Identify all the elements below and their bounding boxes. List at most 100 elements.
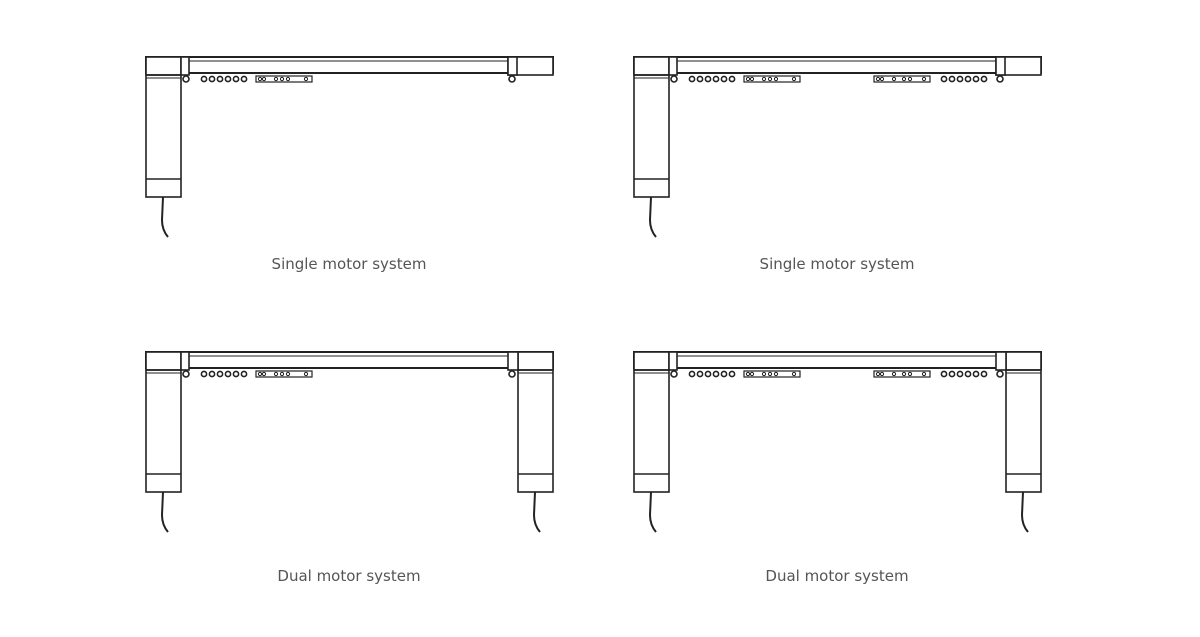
dual-motor-center-split-diagram: Dual motor system — [632, 350, 1052, 590]
curtain-track-drawing — [145, 351, 554, 533]
carrier-screw — [891, 371, 897, 377]
carrier-screw — [921, 76, 927, 82]
carrier-screw — [261, 371, 267, 377]
curtain-runner — [956, 370, 964, 378]
curtain-track-drawing — [145, 56, 554, 238]
carrier-screw — [285, 76, 291, 82]
carrier-screw — [767, 76, 773, 82]
curtain-runner — [240, 370, 248, 378]
curtain-runner — [712, 75, 720, 83]
carrier-screw — [879, 76, 885, 82]
curtain-runner — [940, 370, 948, 378]
diagram-caption: Single motor system — [759, 255, 915, 273]
carrier-screw — [875, 371, 881, 377]
right-end-cap — [1005, 351, 1042, 371]
carrier-screw — [257, 371, 263, 377]
master-carrier — [873, 370, 931, 378]
carrier-screw — [745, 76, 751, 82]
curtain-runner — [728, 75, 736, 83]
curtain-runner — [720, 75, 728, 83]
carrier-screw — [273, 371, 279, 377]
right-end-block — [995, 56, 1006, 76]
curtain-track-drawing — [633, 56, 1042, 238]
left-hook — [670, 370, 678, 378]
curtain-runner — [980, 370, 988, 378]
curtain-runner — [940, 75, 948, 83]
curtain-runner — [964, 370, 972, 378]
motor-body — [633, 369, 670, 493]
left-end-cap — [633, 351, 670, 371]
master-carrier — [255, 75, 313, 83]
left-end-block — [180, 56, 190, 76]
left-end-cap — [145, 56, 182, 76]
master-carrier — [873, 75, 931, 83]
power-cable — [648, 196, 657, 238]
carrier-screw — [279, 371, 285, 377]
curtain-runner — [720, 370, 728, 378]
carrier-screw — [891, 76, 897, 82]
track-rail — [145, 351, 554, 369]
motor-body — [1005, 369, 1042, 493]
left-end-block — [180, 351, 190, 371]
left-end-cap — [145, 351, 182, 371]
master-carrier — [743, 75, 801, 83]
left-end-block — [668, 56, 678, 76]
curtain-runner — [956, 75, 964, 83]
right-hook — [996, 370, 1004, 378]
master-carrier — [255, 370, 313, 378]
dual-motor-one-way-diagram: Dual motor system — [144, 350, 564, 590]
curtain-runner — [232, 75, 240, 83]
curtain-runner — [216, 75, 224, 83]
track-rail — [633, 351, 1042, 369]
curtain-runner — [216, 370, 224, 378]
motor-body — [633, 74, 670, 198]
single-motor-center-split-diagram: Single motor system — [632, 55, 1052, 295]
curtain-runner — [232, 370, 240, 378]
single-motor-one-way-diagram: Single motor system — [144, 55, 564, 295]
carrier-screw — [875, 76, 881, 82]
right-end-cap — [517, 351, 554, 371]
curtain-runner — [696, 370, 704, 378]
track-rail — [633, 56, 1042, 74]
carrier-screw — [907, 76, 913, 82]
power-cable — [648, 491, 657, 533]
motor-body — [517, 369, 554, 493]
carrier-screw — [907, 371, 913, 377]
curtain-runner — [240, 75, 248, 83]
carrier-screw — [791, 371, 797, 377]
left-end-cap — [633, 56, 670, 76]
carrier-screw — [257, 76, 263, 82]
left-hook — [670, 75, 678, 83]
carrier-screw — [749, 76, 755, 82]
power-cable — [532, 491, 541, 533]
carrier-screw — [761, 76, 767, 82]
carrier-screw — [767, 371, 773, 377]
right-end-block — [995, 351, 1007, 371]
curtain-runner — [980, 75, 988, 83]
carrier-screw — [303, 76, 309, 82]
curtain-runner — [200, 75, 208, 83]
right-hook — [508, 370, 516, 378]
left-hook — [182, 370, 190, 378]
carrier-screw — [901, 76, 907, 82]
carrier-screw — [749, 371, 755, 377]
curtain-runner — [704, 370, 712, 378]
curtain-runner — [224, 370, 232, 378]
master-carrier — [743, 370, 801, 378]
carrier-screw — [921, 371, 927, 377]
curtain-runner — [208, 370, 216, 378]
left-hook — [182, 75, 190, 83]
power-cable — [160, 491, 169, 533]
diagram-caption: Single motor system — [271, 255, 427, 273]
motor-body — [145, 369, 182, 493]
curtain-runner — [696, 75, 704, 83]
carrier-screw — [745, 371, 751, 377]
curtain-runner — [712, 370, 720, 378]
diagram-caption: Dual motor system — [765, 567, 909, 585]
left-end-block — [668, 351, 678, 371]
carrier-screw — [261, 76, 267, 82]
curtain-runner — [948, 370, 956, 378]
curtain-runner — [728, 370, 736, 378]
carrier-screw — [285, 371, 291, 377]
carrier-screw — [273, 76, 279, 82]
